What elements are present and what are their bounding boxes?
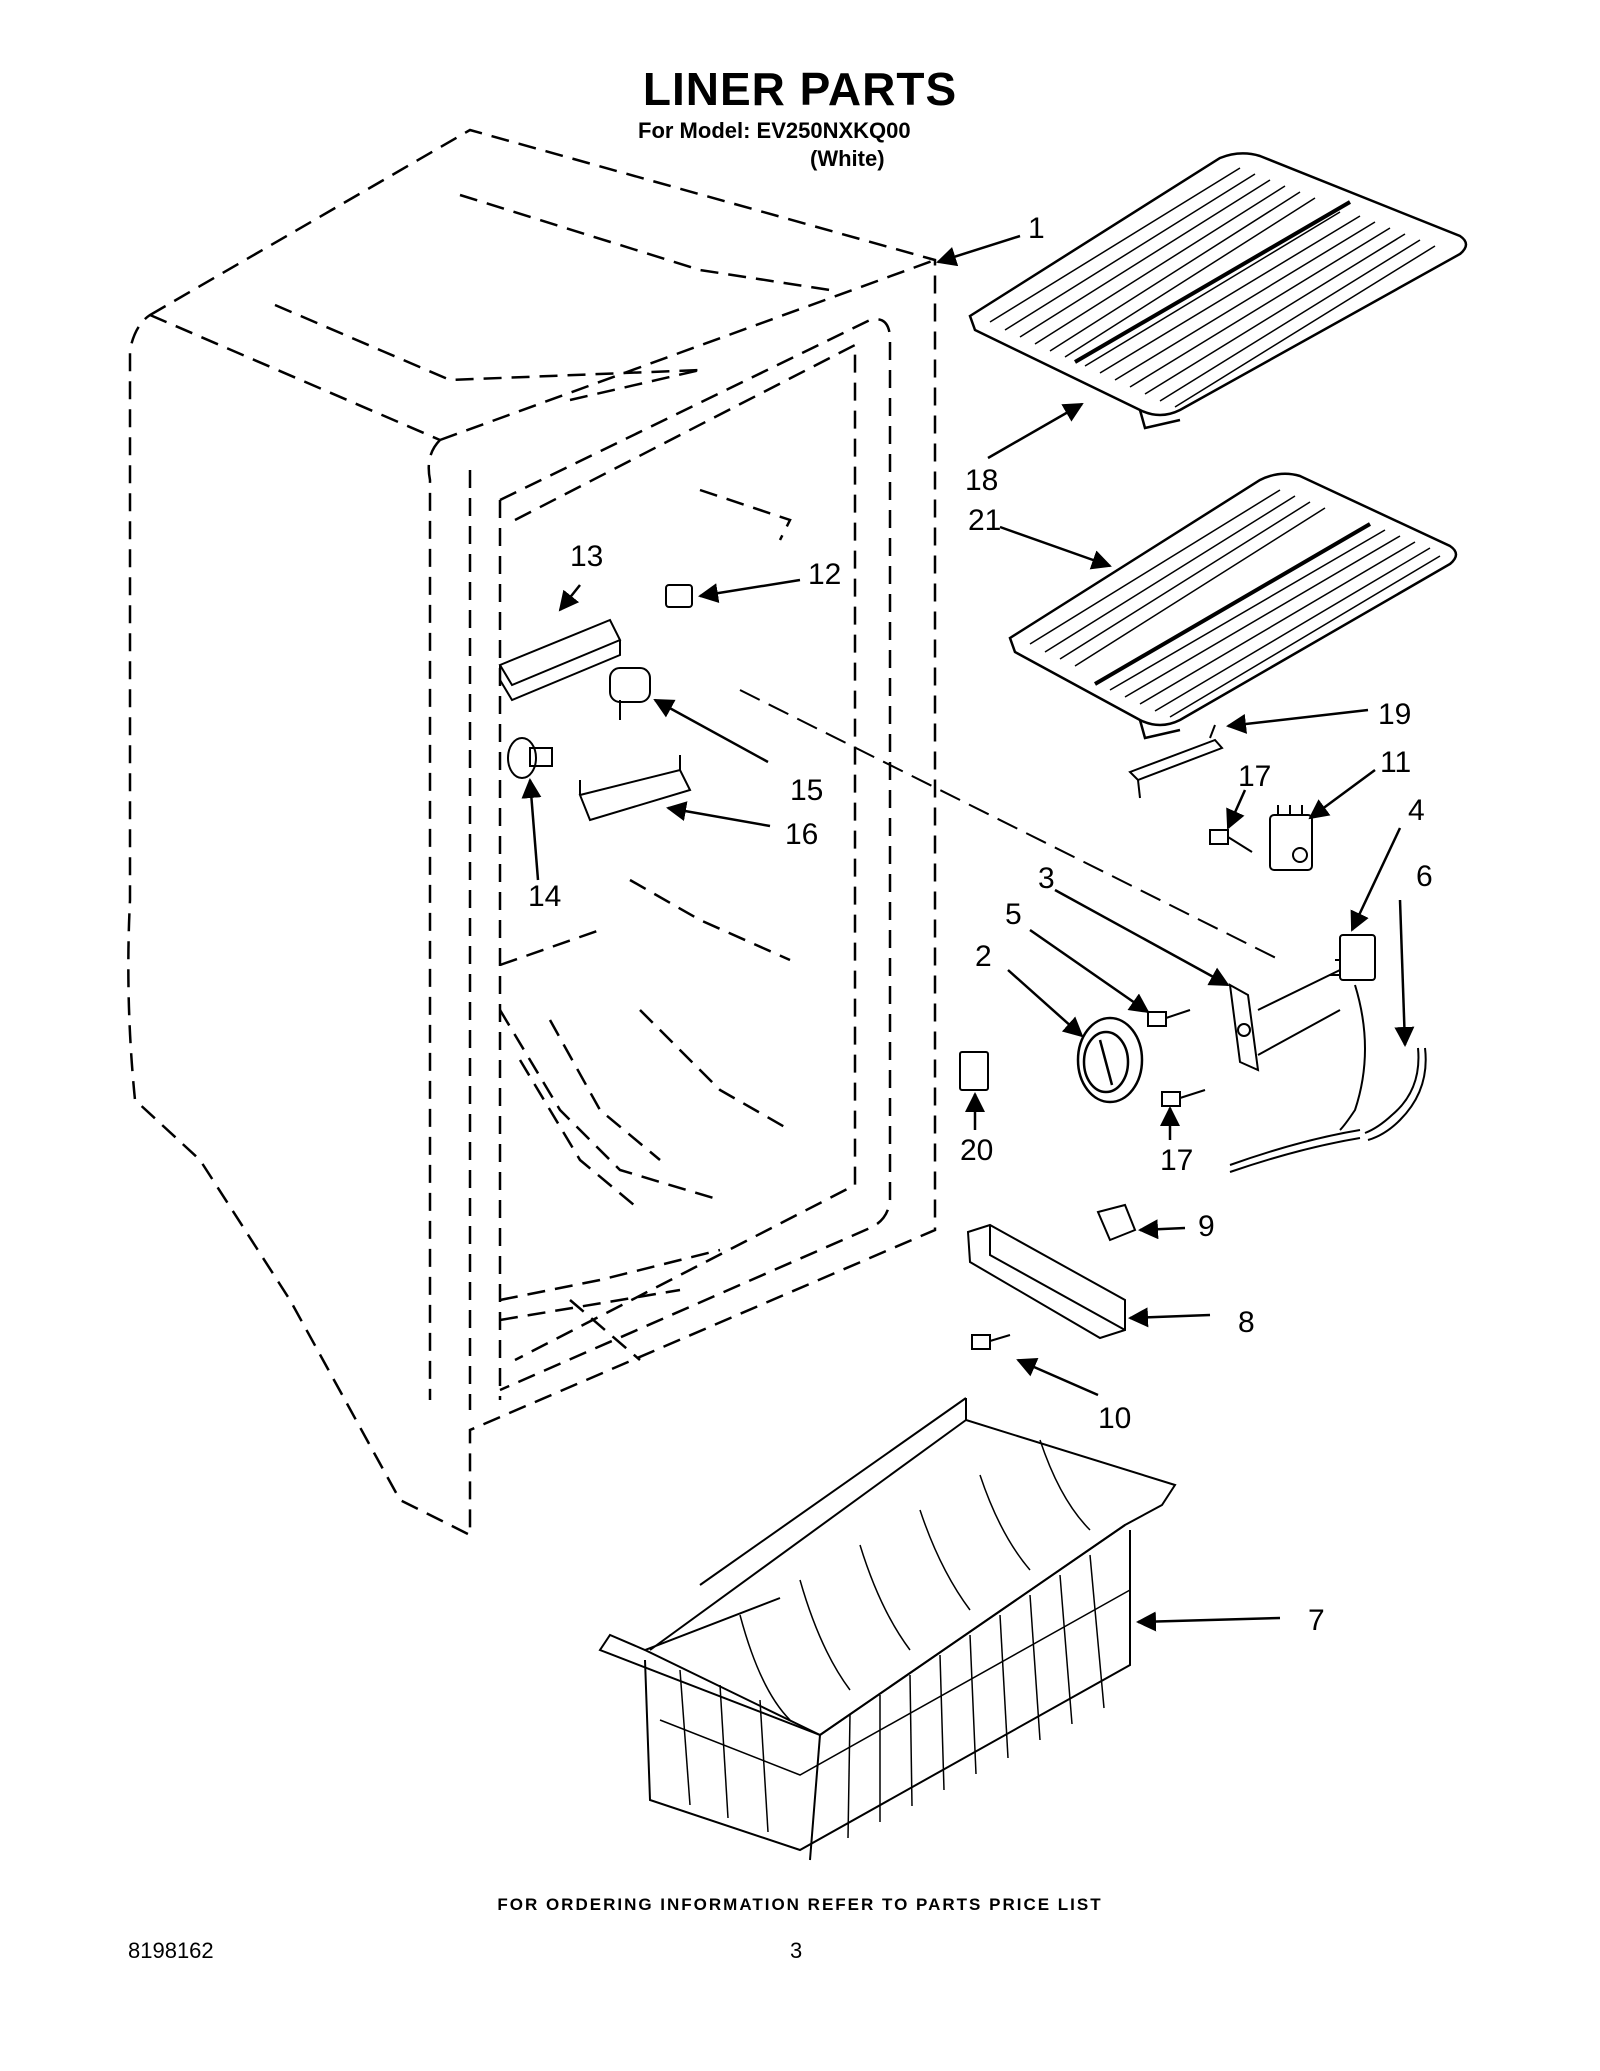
document-number: 8198162 bbox=[128, 1938, 214, 1963]
page-title: LINER PARTS bbox=[642, 63, 958, 115]
light-cover-13 bbox=[498, 618, 622, 702]
leader-5 bbox=[1029, 928, 1150, 1014]
bulb-14 bbox=[507, 737, 553, 779]
stop-9 bbox=[1096, 1203, 1137, 1242]
leader-13 bbox=[558, 584, 581, 612]
callout-10: 10 bbox=[1098, 1402, 1131, 1435]
capillary-tube bbox=[1229, 1129, 1361, 1173]
callout-4: 4 bbox=[1408, 794, 1425, 827]
leader-3 bbox=[1054, 888, 1230, 987]
screw-17-upper bbox=[1209, 829, 1253, 853]
callout-14: 14 bbox=[528, 880, 561, 913]
screw-10 bbox=[971, 1334, 1011, 1350]
callout-7: 7 bbox=[1308, 1604, 1325, 1637]
ordering-note: FOR ORDERING INFORMATION REFER TO PARTS … bbox=[497, 1895, 1103, 1914]
leader-2 bbox=[1007, 969, 1084, 1038]
leader-18 bbox=[987, 402, 1084, 460]
leader-4 bbox=[1350, 827, 1402, 932]
callouts: 1 18 21 13 12 19 17 11 15 4 16 3 6 14 5 … bbox=[528, 212, 1433, 1637]
callout-8: 8 bbox=[1238, 1306, 1255, 1339]
label-20 bbox=[959, 1051, 989, 1091]
leader-6 bbox=[1394, 899, 1415, 1047]
callout-13: 13 bbox=[570, 540, 603, 573]
leader-7 bbox=[1136, 1611, 1281, 1632]
callout-5: 5 bbox=[1005, 898, 1022, 931]
thermostat-11 bbox=[1269, 805, 1313, 871]
callout-2: 2 bbox=[975, 940, 992, 973]
liner-cabinet bbox=[127, 128, 937, 1538]
leader-10 bbox=[1016, 1358, 1099, 1397]
callout-17-lower: 17 bbox=[1160, 1144, 1193, 1177]
leader-17a bbox=[1226, 789, 1247, 830]
callout-20: 20 bbox=[960, 1134, 993, 1167]
control-bracket-3 bbox=[739, 689, 1341, 1072]
callout-3: 3 bbox=[1038, 862, 1055, 895]
clip-12 bbox=[665, 584, 693, 608]
socket-15 bbox=[609, 667, 651, 720]
leader-14 bbox=[521, 778, 542, 881]
callout-21: 21 bbox=[968, 504, 1001, 537]
callout-11: 11 bbox=[1380, 746, 1411, 779]
leader-11 bbox=[1308, 768, 1376, 820]
model-variant: (White) bbox=[810, 146, 885, 171]
leader-12 bbox=[698, 578, 801, 604]
rail-8 bbox=[966, 1223, 1126, 1340]
knob-2 bbox=[1076, 1016, 1144, 1104]
leader-8 bbox=[1128, 1307, 1211, 1328]
leader-9 bbox=[1138, 1219, 1186, 1240]
switch-4 bbox=[1330, 934, 1376, 1131]
leader-1 bbox=[936, 234, 1021, 267]
upper-wire-shelf bbox=[968, 152, 1468, 430]
callout-17-upper: 17 bbox=[1238, 760, 1271, 793]
callout-1: 1 bbox=[1028, 212, 1045, 245]
leader-16 bbox=[666, 801, 771, 828]
hose-6 bbox=[1364, 1047, 1427, 1141]
bracket-16 bbox=[578, 755, 692, 822]
leader-lines bbox=[521, 234, 1415, 1632]
callout-15: 15 bbox=[790, 774, 823, 807]
leader-19 bbox=[1226, 708, 1369, 734]
lower-wire-shelf bbox=[1008, 472, 1458, 740]
callout-18: 18 bbox=[965, 464, 998, 497]
model-line: For Model: EV250NXKQ00 bbox=[638, 118, 911, 143]
leader-21 bbox=[999, 525, 1112, 570]
leader-15 bbox=[653, 698, 769, 764]
page-number: 3 bbox=[790, 1938, 803, 1963]
wire-basket-7 bbox=[598, 1397, 1177, 1861]
callout-9: 9 bbox=[1198, 1210, 1215, 1243]
callout-19: 19 bbox=[1378, 698, 1411, 731]
screws-5-17 bbox=[1147, 1009, 1206, 1107]
shelf-support-19 bbox=[1128, 724, 1224, 799]
callout-16: 16 bbox=[785, 818, 818, 851]
callout-6: 6 bbox=[1416, 860, 1433, 893]
callout-12: 12 bbox=[808, 558, 841, 591]
